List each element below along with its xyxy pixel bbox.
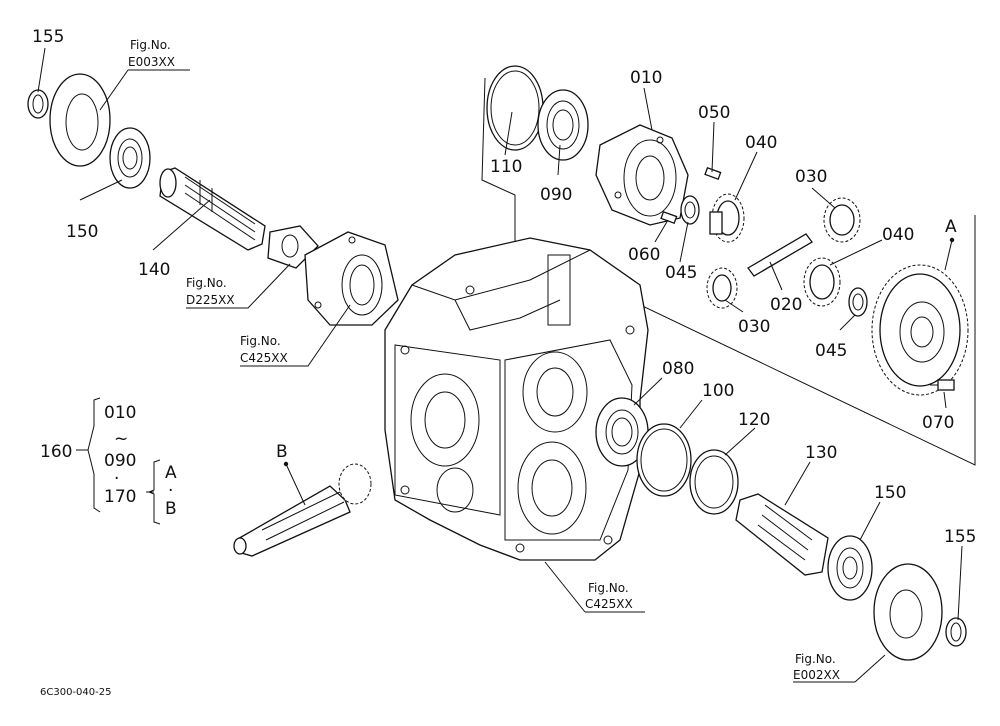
- figref-c425-title-bottom: Fig.No.: [588, 581, 629, 595]
- label-130: 130: [805, 443, 837, 463]
- label-140: 140: [138, 260, 170, 280]
- part-020-pinion-shaft: [747, 233, 813, 277]
- set-bracket: [76, 397, 161, 525]
- diff-group-frame: [481, 77, 976, 466]
- part-120-snap-ring: [689, 449, 739, 515]
- part-130-shaft: [735, 493, 829, 576]
- part-A-ring-gear: [871, 264, 969, 396]
- figref-d225-title: Fig.No.: [186, 276, 227, 290]
- label-120: 120: [738, 410, 770, 430]
- part-090-bearing: [537, 89, 589, 161]
- retainer-plate-bottom: [873, 563, 943, 661]
- set-label-010: 010: [104, 403, 136, 423]
- figref-c425-code-bottom: C425XX: [585, 597, 633, 611]
- retainer-plate-top: [49, 73, 111, 167]
- part-150-bearing-bottom: [827, 535, 873, 601]
- figref-c425-title-left: Fig.No.: [240, 334, 281, 348]
- part-140-shaft: [159, 167, 266, 251]
- label-090: 090: [540, 185, 572, 205]
- set-label-tilde: ~: [114, 429, 128, 449]
- ref-dot-b: [283, 461, 289, 467]
- label-155-bottom: 155: [944, 527, 976, 547]
- label-110: 110: [490, 157, 522, 177]
- set-label-dot-2: ·: [168, 481, 173, 501]
- ref-dot-a: [949, 237, 955, 243]
- label-070: 070: [922, 413, 954, 433]
- figref-c425-code-left: C425XX: [240, 351, 288, 365]
- label-150-top: 150: [66, 222, 98, 242]
- label-060: 060: [628, 245, 660, 265]
- label-080: 080: [662, 359, 694, 379]
- label-040-lower: 040: [882, 225, 914, 245]
- label-B: B: [276, 442, 288, 462]
- figref-e002-title: Fig.No.: [795, 652, 836, 666]
- set-label-B: B: [165, 499, 177, 519]
- figref-e003-title: Fig.No.: [130, 38, 171, 52]
- label-A: A: [945, 217, 957, 237]
- set-label-170: 170: [104, 487, 136, 507]
- drawing-code: 6C300-040-25: [40, 687, 111, 698]
- set-label-A: A: [165, 463, 177, 483]
- part-050-pin: [704, 166, 722, 180]
- leader-lines: [37, 47, 963, 683]
- figref-d225-code: D225XX: [186, 293, 235, 307]
- part-150-bearing-top: [109, 127, 151, 189]
- part-030-pinion-upper: [823, 197, 861, 243]
- label-050: 050: [698, 103, 730, 123]
- label-040-upper: 040: [745, 133, 777, 153]
- part-155-snap-ring-bottom: [945, 617, 967, 647]
- transmission-case: [384, 237, 649, 561]
- part-070-bolt: [930, 379, 955, 391]
- part-100-shim: [636, 423, 692, 497]
- label-010: 010: [630, 68, 662, 88]
- label-100: 100: [702, 381, 734, 401]
- part-010-diff-case: [595, 124, 689, 226]
- label-150-bottom: 150: [874, 483, 906, 503]
- label-045-upper: 045: [665, 263, 697, 283]
- part-030-pinion-lower: [706, 267, 738, 309]
- part-045-washer-lower: [848, 287, 868, 317]
- label-020: 020: [770, 295, 802, 315]
- label-030-upper: 030: [795, 167, 827, 187]
- part-B-bevel-pinion-shaft: [233, 463, 372, 557]
- label-155-top: 155: [32, 27, 64, 47]
- label-160: 160: [40, 442, 72, 462]
- set-label-dot-1: ·: [114, 469, 119, 489]
- label-030-lower: 030: [738, 317, 770, 337]
- label-045-lower: 045: [815, 341, 847, 361]
- part-110-shim: [486, 65, 544, 151]
- part-040-side-gear-upper: [709, 193, 745, 243]
- part-040-side-gear-lower: [803, 257, 841, 307]
- figref-e003-code: E003XX: [128, 55, 175, 69]
- part-045-washer-upper: [680, 195, 700, 225]
- set-label-090: 090: [104, 451, 136, 471]
- figref-e002-code: E002XX: [793, 668, 840, 682]
- bearing-cover-c425: [304, 231, 399, 326]
- part-155-snap-ring-top: [27, 89, 49, 119]
